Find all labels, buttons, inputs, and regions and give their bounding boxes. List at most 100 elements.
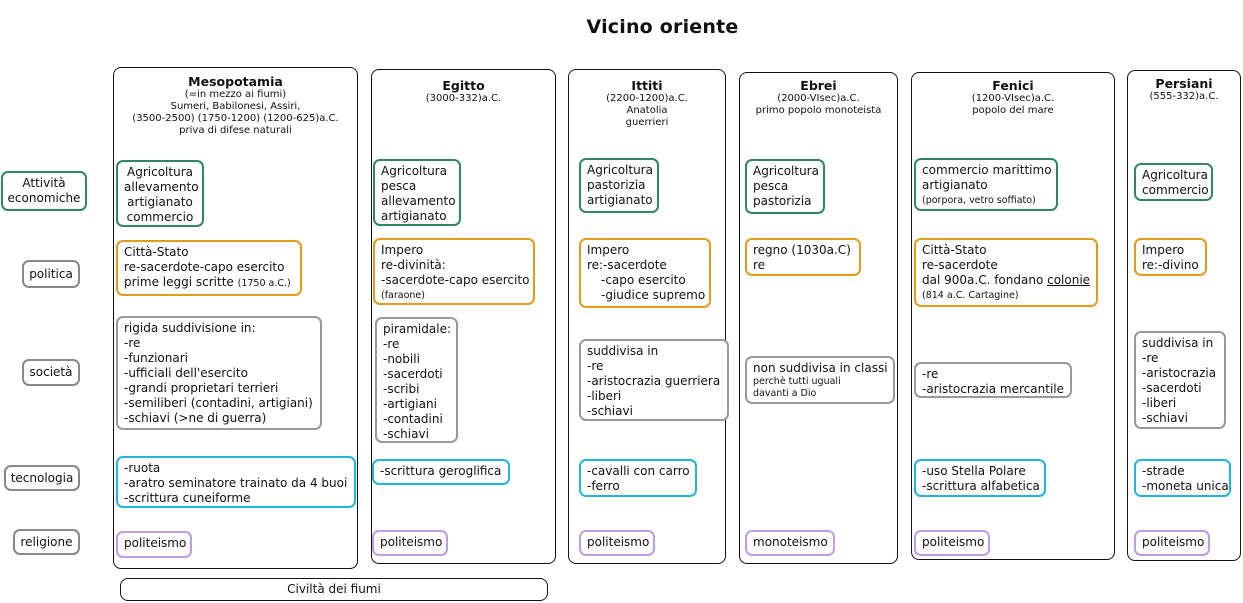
box-line: pastorizia <box>753 194 812 208</box>
box-line: -funzionari <box>124 351 188 365</box>
box-line: Agricoltura <box>381 164 447 178</box>
box-line: -artigiani <box>383 397 437 411</box>
religione-box-egitto: politeismo <box>372 530 448 556</box>
civilization-name: Egitto <box>442 78 485 93</box>
box-line: -giudice supremo <box>601 288 706 302</box>
religione-box-ebrei: monoteismo <box>745 530 835 556</box>
box-line: suddivisa in <box>587 344 659 358</box>
column-header-egitto: Egitto (3000-332)a.C. <box>372 78 555 105</box>
box-line: regno (1030a.C) <box>753 243 851 257</box>
civilization-name: Persiani <box>1155 76 1213 91</box>
box-line: piramidale: <box>383 322 451 336</box>
politica-box-mesopotamia: Città-Stato re-sacerdote-capo esercito p… <box>116 240 302 296</box>
box-line: re-sacerdote <box>922 258 998 272</box>
diagram-title: Vicino oriente <box>586 16 739 38</box>
societa-box-persiani: suddivisa in -re -aristocrazia -sacerdot… <box>1134 331 1226 429</box>
box-line: commercio <box>1142 183 1209 197</box>
economia-box-fenici: commercio marittimo artigianato (porpora… <box>914 158 1058 211</box>
box-line: -re <box>124 336 141 350</box>
civilization-sub: popolo del mare <box>972 105 1054 116</box>
civilization-sub: priva di difese naturali <box>179 125 292 136</box>
box-line: -scrittura geroglifica <box>380 464 502 478</box>
column-header-mesopotamia: Mesopotamia (=in mezzo ai fiumi) Sumeri,… <box>114 74 357 137</box>
box-line-small: davanti a Dio <box>753 388 817 399</box>
column-header-ebrei: Ebrei (2000-VIsec)a.C. primo popolo mono… <box>740 78 897 117</box>
box-line-small: (faraone) <box>381 290 425 301</box>
tecnologia-box-ittiti: -cavalli con carro -ferro <box>579 459 697 497</box>
politica-box-fenici: Città-Stato re-sacerdote dal 900a.C. fon… <box>914 238 1098 307</box>
religione-box-persiani: politeismo <box>1134 530 1210 556</box>
box-line: Impero <box>381 243 424 257</box>
tecnologia-box-egitto: -scrittura geroglifica <box>372 459 510 485</box>
row-label-tecnologia: tecnologia <box>4 465 80 491</box>
box-line: -sacerdoti <box>1142 381 1202 395</box>
civilization-sub: (555-332)a.C. <box>1149 91 1219 102</box>
box-line-small: (porpora, vetro soffiato) <box>922 195 1036 206</box>
box-line: -aristocrazia <box>1142 366 1217 380</box>
box-line: Impero <box>1142 243 1185 257</box>
politica-box-egitto: Impero re-divinità: -sacerdote-capo eser… <box>373 238 535 305</box>
economia-box-ittiti: Agricoltura pastorizia artigianato <box>579 158 659 213</box>
row-label-religione: religione <box>13 529 80 555</box>
box-line: politeismo <box>922 535 985 549</box>
societa-box-ebrei: non suddivisa in classi perchè tutti ugu… <box>745 356 895 404</box>
box-line-small: (814 a.C. Cartagine) <box>922 290 1019 301</box>
economia-box-ebrei: Agricoltura pesca pastorizia <box>745 159 825 214</box>
box-line: -liberi <box>1142 396 1177 410</box>
box-line: -strade <box>1142 464 1185 478</box>
box-line: commercio <box>126 210 194 224</box>
religione-box-ittiti: politeismo <box>579 530 655 556</box>
box-line: Agricoltura <box>127 165 193 179</box>
economia-box-egitto: Agricoltura pesca allevamento artigianat… <box>373 159 461 226</box>
box-line: -contadini <box>383 412 443 426</box>
box-line: -aristocrazia mercantile <box>922 382 1064 396</box>
box-line: -aristocrazia guerriera <box>587 374 721 388</box>
box-line: monoteismo <box>753 535 828 549</box>
box-line: -schiavi (>ne di guerra) <box>124 411 267 425</box>
box-line: -re <box>383 337 400 351</box>
box-line: -nobili <box>383 352 420 366</box>
box-line: -sacerdoti <box>383 367 443 381</box>
box-line: -semiliberi (contadini, artigiani) <box>124 396 313 410</box>
box-line: politeismo <box>587 535 650 549</box>
box-line: -scrittura alfabetica <box>922 479 1040 493</box>
box-line: -cavalli con carro <box>587 464 690 478</box>
box-line: non suddivisa in classi <box>753 361 888 375</box>
box-line: allevamento <box>124 180 199 194</box>
religione-box-mesopotamia: politeismo <box>116 531 192 558</box>
box-line: -re <box>1142 351 1159 365</box>
box-line: suddivisa in <box>1142 336 1214 350</box>
civilization-name: Fenici <box>992 78 1034 93</box>
box-line: Impero <box>587 243 630 257</box>
politica-box-persiani: Impero re:-divino <box>1134 238 1207 276</box>
box-line: Città-Stato <box>124 245 189 259</box>
box-line: re-divinità: <box>381 258 446 272</box>
colonie-link[interactable]: colonie <box>1047 273 1091 287</box>
box-line: -grandi proprietari terrieri <box>124 381 279 395</box>
box-line: commercio marittimo <box>922 163 1052 177</box>
box-line-text: prime leggi scritte <box>124 275 234 289</box>
box-line: Agricoltura <box>753 164 819 178</box>
societa-box-mesopotamia: rigida suddivisione in: -re -funzionari … <box>116 316 322 430</box>
column-header-persiani: Persiani (555-332)a.C. <box>1128 76 1240 103</box>
box-line: -ufficiali dell'esercito <box>124 366 248 380</box>
box-line: re <box>753 258 766 272</box>
row-label-economia-line2: economiche <box>7 191 81 205</box>
civilization-sub: (3500-2500) (1750-1200) (1200-625)a.C. <box>132 113 339 124</box>
box-line: prime leggi scritte (1750 a.C.) <box>124 275 294 291</box>
box-line: Agricoltura <box>1142 168 1208 182</box>
tecnologia-box-persiani: -strade -moneta unica <box>1134 459 1231 497</box>
box-line: -ferro <box>587 479 620 493</box>
box-line: -schiavi <box>383 427 429 441</box>
civilization-sub: (3000-332)a.C. <box>425 93 502 104</box>
column-ebrei: Ebrei (2000-VIsec)a.C. primo popolo mono… <box>739 72 898 564</box>
tecnologia-box-fenici: -uso Stella Polare -scrittura alfabetica <box>914 459 1046 497</box>
civilization-sub: (=in mezzo ai fiumi) <box>184 89 287 100</box>
box-line: -scrittura cuneiforme <box>124 491 251 505</box>
box-line: pesca <box>381 179 417 193</box>
societa-box-egitto: piramidale: -re -nobili -sacerdoti -scri… <box>375 317 458 443</box>
row-label-societa: società <box>22 359 80 386</box>
box-line-text: dal 900a.C. fondano <box>922 273 1048 287</box>
box-line: artigianato <box>922 178 988 192</box>
box-line: -liberi <box>587 389 622 403</box>
